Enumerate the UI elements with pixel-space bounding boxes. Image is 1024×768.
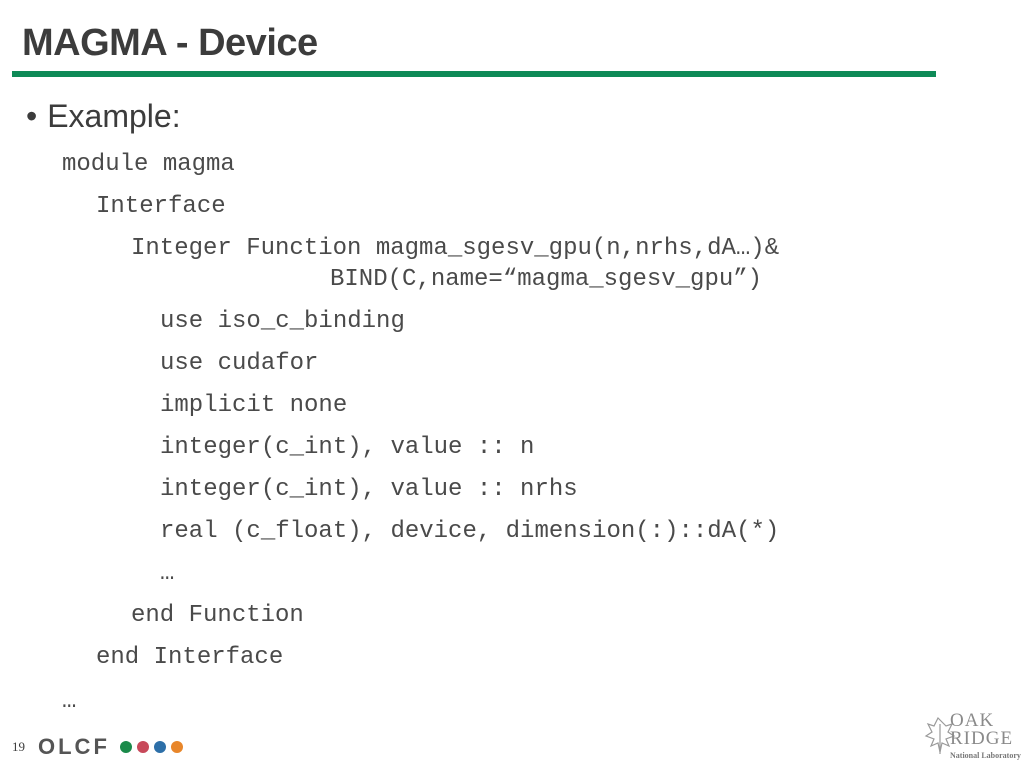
- bullet-icon: •: [26, 98, 38, 134]
- code-line: BIND(C,name=“magma_sgesv_gpu”): [330, 266, 763, 293]
- code-line: use cudafor: [160, 350, 319, 377]
- olcf-dot-icon: [120, 741, 132, 753]
- olcf-dot-icon: [137, 741, 149, 753]
- code-line: …: [160, 560, 175, 587]
- olcf-dot-icon: [154, 741, 166, 753]
- title-underline: [12, 71, 936, 77]
- slide-title: MAGMA - Device: [22, 22, 318, 64]
- bullet-text: Example:: [47, 98, 181, 134]
- code-line: Interface: [96, 193, 226, 220]
- code-line: integer(c_int), value :: n: [160, 434, 535, 461]
- code-line: Integer Function magma_sgesv_gpu(n,nrhs,…: [131, 235, 780, 262]
- code-line: end Interface: [96, 644, 284, 671]
- ornl-logo-oak: OAK: [950, 710, 995, 731]
- olcf-dot-icon: [171, 741, 183, 753]
- code-line: integer(c_int), value :: nrhs: [160, 476, 578, 503]
- code-line: use iso_c_binding: [160, 308, 405, 335]
- ornl-logo-national-laboratory: National Laboratory: [950, 751, 1021, 760]
- code-line: real (c_float), device, dimension(:)::dA…: [160, 518, 780, 545]
- ornl-oak-leaf-icon: [924, 716, 956, 754]
- code-line: implicit none: [160, 392, 348, 419]
- olcf-logo: OLCF: [38, 734, 110, 759]
- code-line: end Function: [131, 602, 304, 629]
- olcf-logo-dots: [120, 741, 183, 753]
- ornl-logo-ridge: RIDGE: [950, 728, 1014, 749]
- bullet-item: •Example:: [26, 96, 181, 136]
- slide-number: 19: [12, 739, 25, 754]
- code-line: module magma: [62, 151, 235, 178]
- code-line: …: [62, 688, 77, 715]
